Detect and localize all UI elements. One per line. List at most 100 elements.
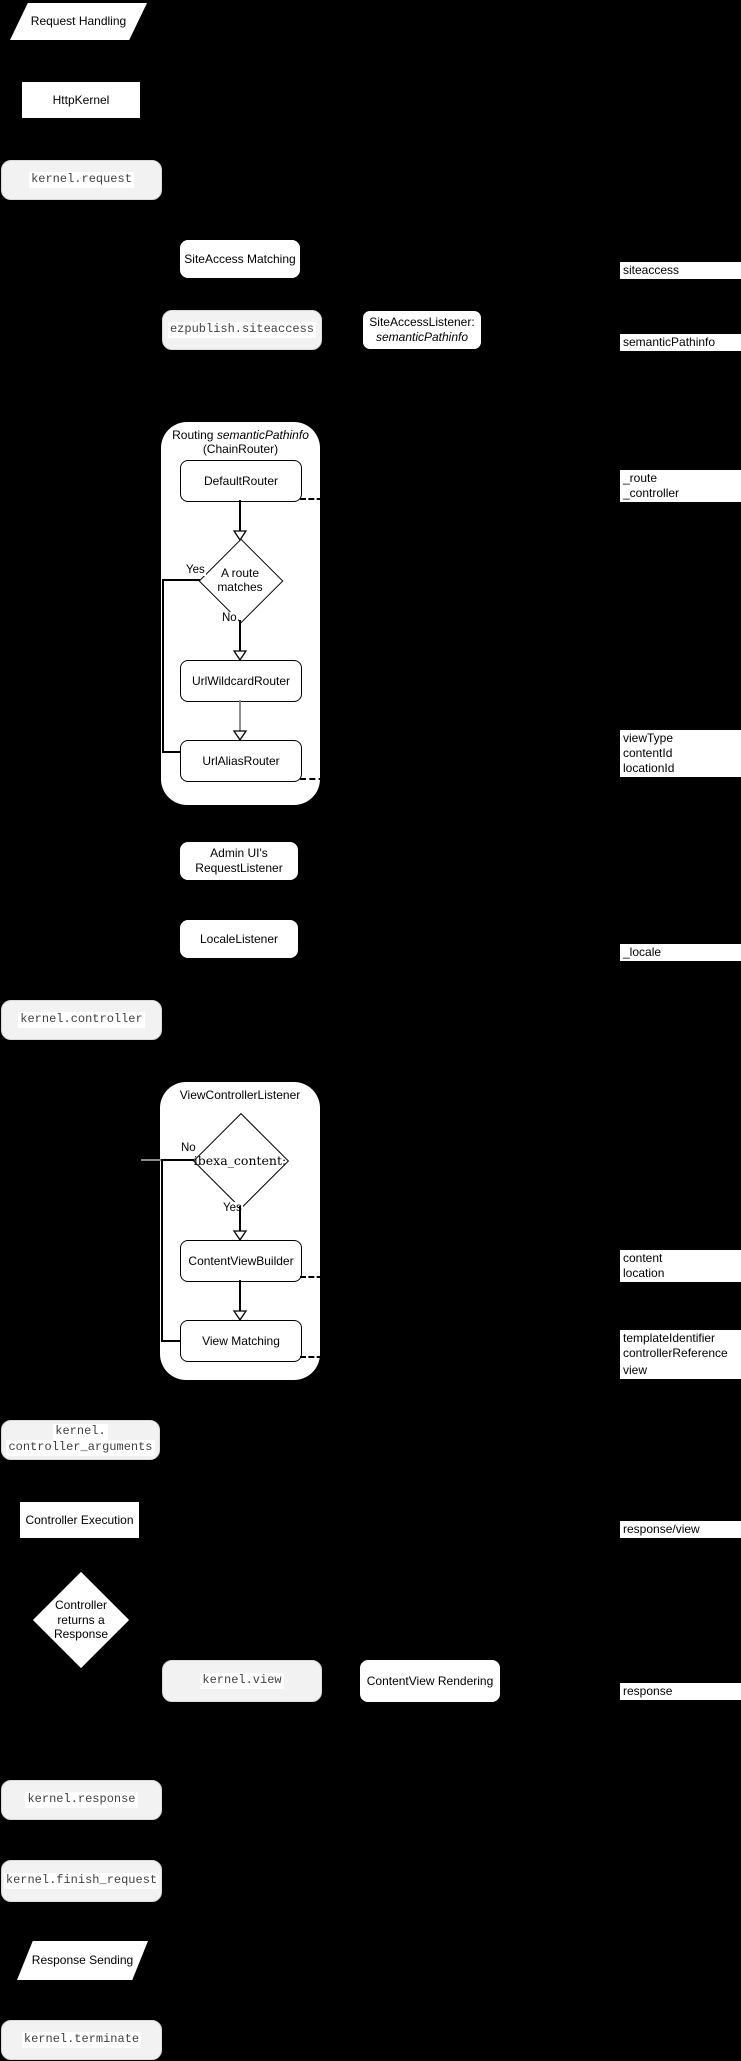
connector-line (162, 579, 200, 581)
routing-title-normal: Routing (172, 428, 217, 442)
node-label: LocaleListener (199, 931, 279, 946)
node-label-line1: Admin UI's (210, 846, 268, 860)
side-label-text: contentId (623, 746, 673, 760)
node-label-line2: semanticPathinfo (375, 330, 469, 344)
event-label: kernel.finish_request (3, 1873, 160, 1889)
event-kernel-request: kernel.request (1, 160, 162, 200)
event-label: kernel.request (29, 172, 134, 188)
connector-line (239, 1206, 241, 1232)
decision-label-line1: A route (220, 565, 260, 580)
node-content-view-builder: ContentViewBuilder (180, 1240, 302, 1282)
side-label-siteaccess: siteaccess (620, 262, 741, 279)
connector-line (141, 1159, 161, 1161)
arrowhead-icon (233, 530, 247, 541)
container-vc-title: ViewControllerListener (179, 1088, 301, 1102)
routing-title-line2: (ChainRouter) (202, 442, 279, 457)
event-kernel-controller: kernel.controller (1, 1000, 162, 1040)
decision-label-line2: matches (217, 580, 263, 594)
decision-label-line3: Response (53, 1627, 109, 1642)
node-httpkernel: HttpKernel (22, 82, 140, 118)
side-label-text: _route (623, 471, 658, 485)
decision-controller-returns-label: Controller returns a Response (32, 1598, 130, 1642)
event-ezpublish-siteaccess: ezpublish.siteaccess (162, 310, 322, 350)
edge-label-no: No (221, 612, 238, 624)
side-label-text: view (623, 1363, 648, 1377)
dashed-connector (300, 1356, 331, 1358)
connector-line (239, 700, 241, 731)
node-url-alias-router: UrlAliasRouter (180, 740, 302, 782)
edge-label-yes: Yes (185, 564, 206, 576)
side-label-semantic-pathinfo: semanticPathinfo (620, 334, 741, 351)
event-label: kernel.terminate (21, 2032, 142, 2048)
arrowhead-icon (233, 1310, 247, 1321)
side-label-text: response/view (623, 1522, 700, 1536)
decision-label-line2: returns a (57, 1612, 105, 1627)
side-label-response-view: response/view (620, 1521, 741, 1538)
decision-ibexa-content-label: ibexa_content: (193, 1147, 287, 1173)
connector-line (239, 1280, 241, 1311)
side-label-route-controller: _route _controller (620, 470, 741, 502)
node-locale-listener: LocaleListener (180, 920, 298, 958)
event-label-line2: controller_arguments (6, 1440, 155, 1456)
side-label-view: view (620, 1362, 741, 1379)
event-label: kernel.response (25, 1792, 138, 1808)
node-controller-execution: Controller Execution (20, 1502, 139, 1538)
node-label-line1: SiteAccessListener: (369, 315, 475, 329)
node-label: UrlWildcardRouter (191, 673, 291, 688)
dashed-connector (300, 1276, 331, 1278)
side-label-text: _locale (623, 945, 662, 959)
connector-line (162, 579, 164, 753)
node-label: ContentViewBuilder (188, 1253, 294, 1268)
side-label-text: siteaccess (623, 263, 680, 277)
dashed-connector (300, 778, 334, 780)
event-kernel-response: kernel.response (1, 1780, 162, 1820)
side-label-response: response (620, 1683, 741, 1700)
connector-line (239, 620, 241, 651)
event-label-line1: kernel. (53, 1424, 108, 1440)
side-label-template-controller-reference: templateIdentifier controllerReference (620, 1330, 741, 1362)
side-label-text: response (623, 1684, 673, 1698)
node-siteaccess-listener: SiteAccessListener: semanticPathinfo (362, 310, 482, 350)
node-label: DefaultRouter (203, 473, 279, 488)
arrowhead-icon (233, 650, 247, 661)
decision-route-matches-label: A route matches (198, 556, 282, 604)
dashed-connector (300, 498, 331, 500)
node-label: HttpKernel (52, 92, 110, 107)
side-label-text: _controller (623, 486, 680, 500)
node-label: ContentView Rendering (366, 1673, 494, 1688)
decision-label-line1: Controller (54, 1598, 108, 1613)
edge-label-no: No (180, 1142, 197, 1154)
connector-line (161, 1340, 180, 1342)
arrowhead-icon (233, 1230, 247, 1241)
edge-label-yes: Yes (222, 1202, 243, 1214)
side-label-content-location: content location (620, 1250, 741, 1282)
node-url-wildcard-router: UrlWildcardRouter (180, 660, 302, 702)
node-label: Controller Execution (25, 1512, 134, 1527)
node-admin-request-listener: Admin UI's RequestListener (180, 842, 298, 880)
routing-title-italic: semanticPathinfo (216, 428, 309, 442)
side-label-text: locationId (623, 761, 675, 775)
node-label-line2: RequestListener (195, 861, 283, 875)
connector-line (162, 751, 180, 753)
container-routing-title: Routing semanticPathinfo (ChainRouter) (161, 428, 320, 457)
node-view-matching: View Matching (180, 1320, 302, 1362)
node-response-sending: Response Sending (17, 1941, 148, 1980)
node-request-handling: Request Handling (10, 3, 147, 40)
event-kernel-finish-request: kernel.finish_request (1, 1860, 162, 1902)
event-kernel-terminate: kernel.terminate (1, 2020, 162, 2060)
side-label-text: controllerReference (623, 1346, 728, 1360)
event-label: kernel.view (200, 1673, 284, 1689)
side-label-text: location (623, 1266, 665, 1280)
decision-label: ibexa_content: (193, 1152, 287, 1168)
event-label: kernel.controller (18, 1012, 145, 1028)
node-label: UrlAliasRouter (202, 753, 280, 768)
node-label: Response Sending (31, 1953, 134, 1967)
side-label-text: content (623, 1251, 663, 1265)
side-label-viewtype-contentid-locationid: viewType contentId locationId (620, 730, 741, 777)
node-contentview-rendering: ContentView Rendering (360, 1660, 500, 1702)
connector-line (161, 1159, 163, 1342)
side-label-text: templateIdentifier (623, 1331, 716, 1345)
node-label: View Matching (202, 1333, 280, 1348)
node-label: SiteAccess Matching (184, 251, 296, 266)
